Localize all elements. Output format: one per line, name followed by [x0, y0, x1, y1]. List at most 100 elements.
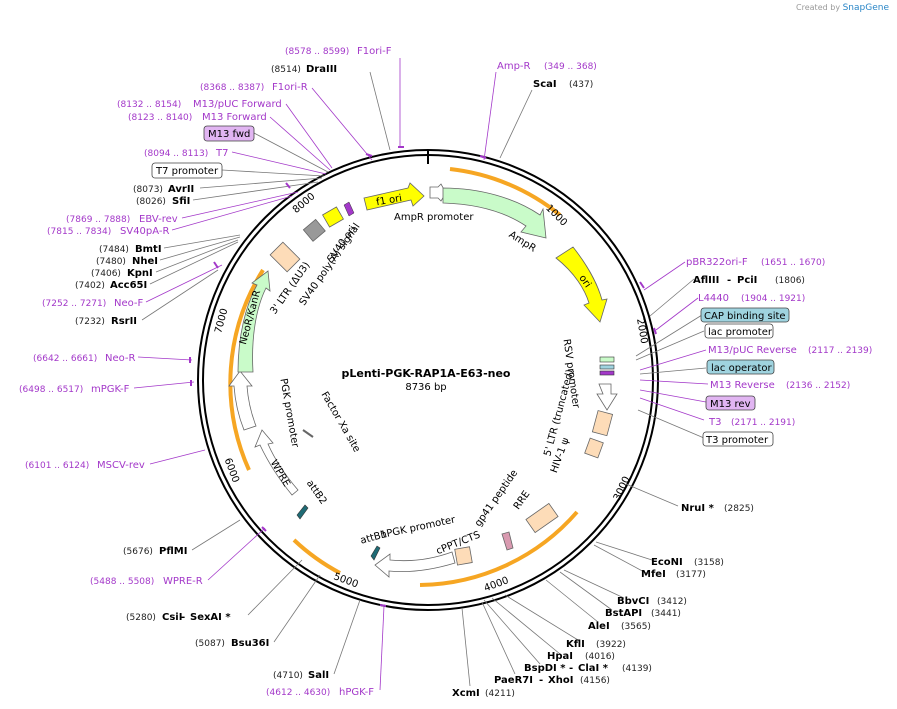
l4440-pos: (1904 .. 1921) [741, 294, 805, 304]
line-neo-r [137, 356, 193, 361]
t7-pos: (8094 .. 8113) [144, 149, 208, 159]
csii-pos: (5280) [126, 613, 156, 623]
line-t3-promoter [637, 409, 705, 439]
pbr322ori-f-name: pBR322ori-F [686, 257, 748, 268]
line-t3 [639, 397, 705, 421]
bspdi-name: BspDI * [524, 663, 566, 674]
m13puc-fwd-name: M13/pUC Forward [193, 99, 282, 110]
snapgene-credit: Created by SnapGene [796, 3, 889, 13]
hpai-pos: (4016) [585, 652, 615, 662]
line-m13puc-rev [639, 349, 707, 371]
wpre-arrow [254, 429, 299, 496]
clai-name: ClaI * [578, 663, 609, 674]
svg-text:-: - [727, 275, 731, 286]
clai-pos: (4139) [622, 664, 652, 674]
features: f1 ori AmpR promoter AmpR ori RSV promot… [228, 182, 618, 578]
neo-f-pos: (7252 .. 7271) [42, 299, 106, 309]
t3-pos: (2171 .. 2191) [731, 418, 795, 428]
lac-operator-feature [599, 364, 615, 370]
hpgk-f-name: hPGK-F [339, 687, 374, 698]
line-bsu36i [273, 574, 321, 643]
t7-promoter-box [151, 162, 223, 179]
m13-reverse-name: M13 Reverse [710, 380, 775, 391]
wpre-r-name: WPRE-R [163, 576, 203, 587]
alei-pos: (3565) [621, 622, 651, 632]
m13-fwd-box-label: M13 fwd [208, 129, 250, 140]
bmti-name: BmtI [135, 244, 162, 255]
hpgk-f-pos: (4612 .. 4630) [266, 688, 330, 698]
line-xcmi [461, 607, 471, 687]
acc65i-name: Acc65I [110, 280, 147, 291]
pbr322ori-f-pos: (1651 .. 1670) [761, 258, 825, 268]
sexai-name: SexAI * [190, 612, 231, 623]
plasmid-name: pLenti-PGK-RAP1A-E63-neo [341, 367, 510, 380]
line-mpgk-f [133, 381, 195, 389]
paer7i-name: PaeR7I [494, 675, 533, 686]
rsv-promoter-arrow [596, 383, 618, 411]
bsu36i-name: Bsu36I [231, 638, 269, 649]
line-m13-fwd-box [253, 132, 329, 173]
line-lac-operator [639, 367, 707, 375]
wpre-label: WPRE [268, 458, 292, 489]
nhei-name: NheI [132, 256, 158, 267]
sv40pa-r-name: SV40pA-R [120, 226, 169, 237]
kpni-name: KpnI [127, 268, 153, 279]
cap-site-label: CAP binding site [704, 311, 786, 322]
mscv-rev-pos: (6101 .. 6124) [25, 461, 89, 471]
line-neo-f [145, 264, 223, 303]
primer-marks [189, 146, 657, 607]
line-sfii [192, 181, 319, 201]
sali-name: SalI [308, 670, 329, 681]
m13-rev-feature [599, 370, 615, 376]
rre-label: RRE [512, 489, 533, 512]
t3-promoter-label: T3 promoter [705, 435, 769, 446]
line-bmti [163, 234, 241, 249]
line-m13puc-fwd [285, 103, 333, 169]
tick-2000: 2000 [634, 318, 649, 345]
line-cap-site [635, 314, 703, 357]
line-t7-promoter [221, 169, 325, 177]
line-draiii [369, 71, 391, 151]
f1ori-f-name: F1ori-F [357, 46, 392, 57]
l4440-name: L4440 [698, 293, 729, 304]
hpgk-promoter-label: hPGK promoter [379, 514, 457, 541]
nhei-pos: (7480) [96, 257, 126, 267]
line-rsrii [141, 269, 219, 321]
pgk-promoter-arrow [228, 370, 257, 431]
line-m13-reverse [639, 379, 709, 385]
bmti-pos: (7484) [99, 245, 129, 255]
line-alei [545, 579, 599, 623]
plasmid-size: 8736 bp [405, 382, 446, 393]
hpai-name: HpaI [547, 651, 573, 662]
sv40-polya-feature [302, 218, 326, 242]
ebv-rev-pos: (7869 .. 7888) [66, 215, 130, 225]
t7-name: T7 [215, 148, 228, 159]
line-pbr322ori-f [643, 261, 686, 291]
labels: (8578 .. 8599) F1ori-F (8514) DraIII (83… [19, 46, 872, 699]
xcmi-name: XcmI [452, 688, 480, 699]
t7-promoter-label: T7 promoter [155, 166, 219, 177]
xhoi-name: XhoI [548, 675, 573, 686]
f1ori-r-pos: (8368 .. 8387) [200, 83, 264, 93]
bstapi-name: BstAPI [605, 608, 642, 619]
lac-operator-label: lac operator [711, 363, 772, 374]
amp-r-pos: (349 .. 368) [544, 62, 597, 72]
avrii-pos: (8073) [133, 185, 163, 195]
svg-text:-: - [569, 663, 573, 674]
sali-pos: (4710) [273, 671, 303, 681]
svg-text:-: - [181, 612, 185, 623]
scai-pos: (437) [569, 80, 593, 90]
line-scai [499, 89, 533, 159]
afliii-name: AflIII [693, 275, 719, 286]
acc65i-pos: (7402) [75, 281, 105, 291]
hiv-psi-feature [584, 437, 604, 459]
draiii-name: DraIII [306, 64, 337, 75]
pflmi-pos: (5676) [123, 547, 153, 557]
line-afliii [649, 278, 695, 317]
svg-text:-: - [539, 675, 543, 686]
pgk-promoter-label: PGK promoter [277, 378, 300, 450]
line-acc65i [149, 241, 239, 285]
rre-feature [525, 502, 559, 534]
attb2-feature [296, 504, 309, 520]
